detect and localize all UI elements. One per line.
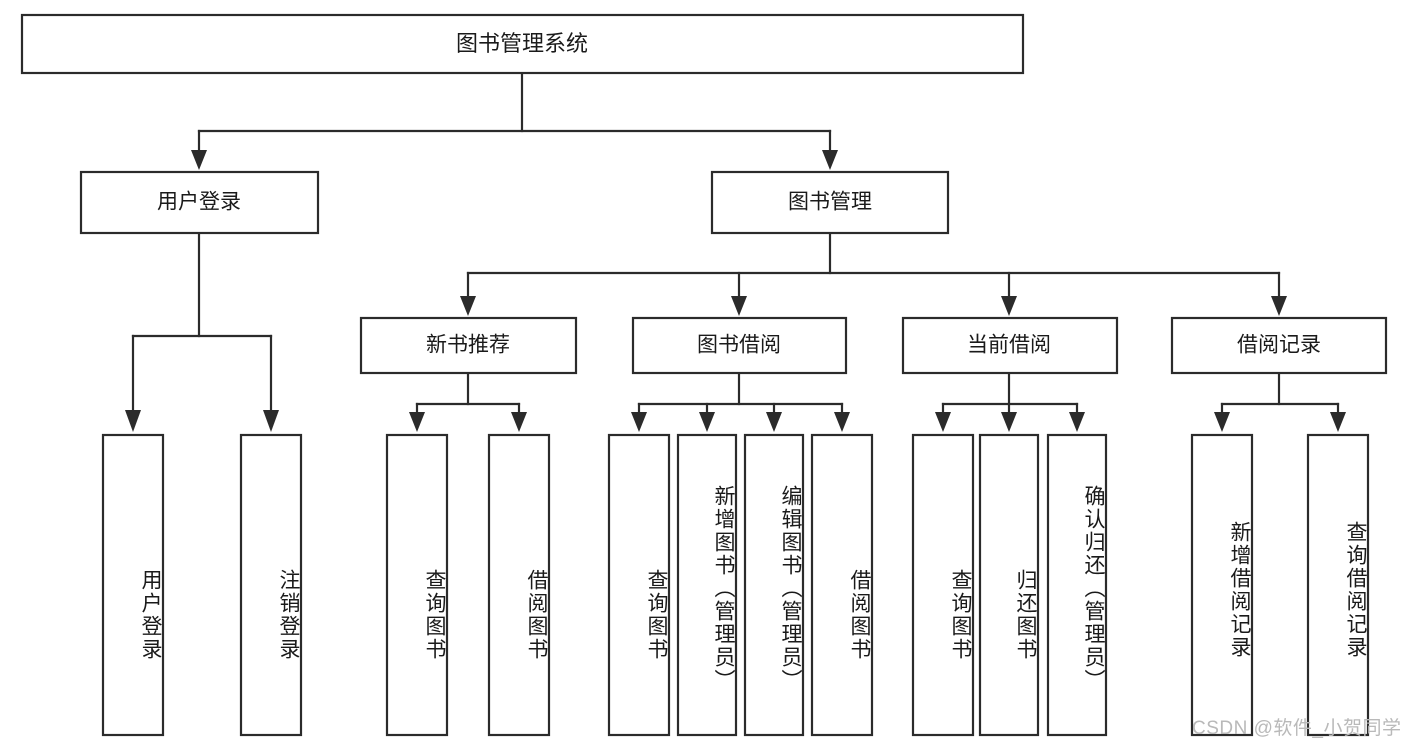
node-user-login[interactable]: 用户登录 <box>79 170 320 235</box>
node-box-book-management[interactable] <box>710 170 950 235</box>
arrow-head-leaf-logout-login <box>263 410 279 432</box>
node-box-leaf-logout-login[interactable] <box>239 433 303 737</box>
node-box-leaf-query-record[interactable] <box>1306 433 1370 737</box>
arrow-head-leaf-edit-book <box>766 412 782 432</box>
connector-group-user-login <box>125 231 279 432</box>
arrow-head-leaf-query-book-3 <box>935 412 951 432</box>
arrow-head-leaf-confirm-return <box>1069 412 1085 432</box>
connector-group-book-management <box>460 231 1287 316</box>
node-label-book-borrow: 图书借阅 <box>697 334 781 357</box>
node-box-leaf-confirm-return[interactable] <box>1046 433 1108 737</box>
node-label-current-borrow: 当前借阅 <box>967 334 1051 357</box>
node-box-leaf-user-login[interactable] <box>101 433 165 737</box>
arrow-head-book-management <box>822 150 838 170</box>
node-box-leaf-query-book-2[interactable] <box>607 433 671 737</box>
arrow-head-book-borrow <box>731 296 747 316</box>
node-box-leaf-add-record[interactable] <box>1190 433 1254 737</box>
node-box-user-login[interactable] <box>79 170 320 235</box>
node-box-book-borrow[interactable] <box>631 316 848 375</box>
node-box-leaf-query-book-3[interactable] <box>911 433 975 737</box>
arrow-head-leaf-borrow-book-1 <box>511 412 527 432</box>
node-title-root[interactable]: 图书管理系统 <box>20 13 1025 75</box>
arrow-head-leaf-add-record <box>1214 412 1230 432</box>
node-box-root[interactable] <box>20 13 1025 75</box>
node-current-borrow[interactable]: 当前借阅 <box>901 316 1119 375</box>
arrow-head-leaf-query-book-1 <box>409 412 425 432</box>
node-box-leaf-borrow-book-2[interactable] <box>810 433 874 737</box>
arrow-head-leaf-add-book <box>699 412 715 432</box>
connector-group-new-book-recommend <box>409 371 527 432</box>
arrow-head-current-borrow <box>1001 296 1017 316</box>
node-label-root: 图书管理系统 <box>456 31 588 56</box>
arrow-head-leaf-query-book-2 <box>631 412 647 432</box>
node-label-borrow-record: 借阅记录 <box>1237 334 1321 357</box>
arrow-head-new-book-recommend <box>460 296 476 316</box>
node-box-current-borrow[interactable] <box>901 316 1119 375</box>
node-new-book-recommend[interactable]: 新书推荐 <box>359 316 578 375</box>
arrow-head-borrow-record <box>1271 296 1287 316</box>
node-box-leaf-borrow-book-1[interactable] <box>487 433 551 737</box>
arrow-head-leaf-return-book <box>1001 412 1017 432</box>
node-box-new-book-recommend[interactable] <box>359 316 578 375</box>
connector-group-root <box>191 71 838 170</box>
connector-group-borrow-record <box>1214 371 1346 432</box>
csdn-watermark: CSDN @软件_小贺同学 <box>1192 718 1402 739</box>
connector-group-book-borrow <box>631 371 850 432</box>
node-label-new-book-recommend: 新书推荐 <box>426 334 510 357</box>
node-box-leaf-query-book-1[interactable] <box>385 433 449 737</box>
arrow-head-leaf-borrow-book-2 <box>834 412 850 432</box>
arrow-head-leaf-query-record <box>1330 412 1346 432</box>
node-box-leaf-edit-book[interactable] <box>743 433 805 737</box>
node-borrow-record[interactable]: 借阅记录 <box>1170 316 1388 375</box>
node-label-book-management: 图书管理 <box>788 191 872 214</box>
node-box-leaf-add-book[interactable] <box>676 433 738 737</box>
node-box-leaf-return-book[interactable] <box>978 433 1040 737</box>
node-book-management[interactable]: 图书管理 <box>710 170 950 235</box>
connector-group-current-borrow <box>935 371 1085 432</box>
node-box-borrow-record[interactable] <box>1170 316 1388 375</box>
arrow-head-user-login <box>191 150 207 170</box>
node-book-borrow[interactable]: 图书借阅 <box>631 316 848 375</box>
arrow-head-leaf-user-login <box>125 410 141 432</box>
node-label-user-login: 用户登录 <box>157 191 241 214</box>
